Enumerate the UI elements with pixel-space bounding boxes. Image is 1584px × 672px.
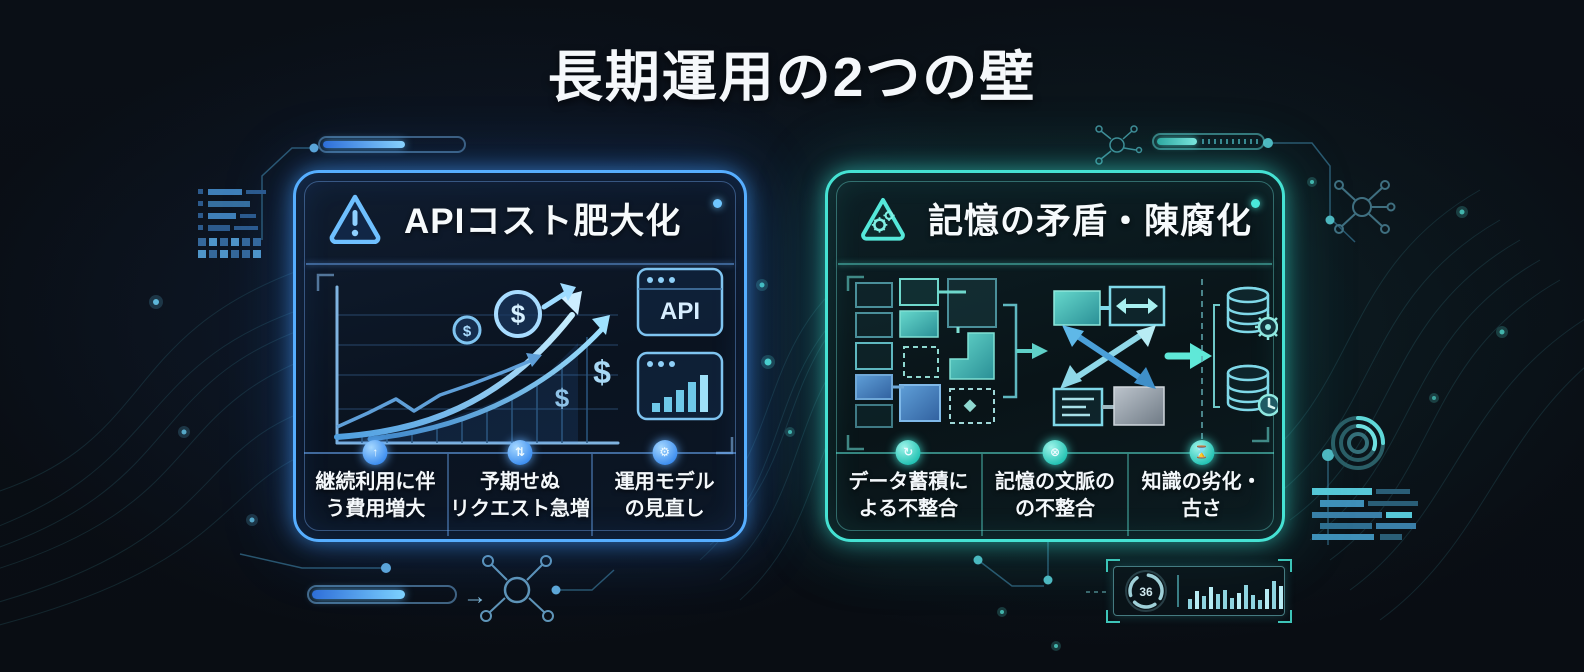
panel-title: APIコスト肥大化 bbox=[404, 201, 682, 241]
panel-footer: ↻ データ蓄積による不整合 ⊗ 記憶の文脈のの不整合 ⌛ 知識の劣化・古さ bbox=[836, 440, 1274, 536]
footer-item-label: 記憶の文脈のの不整合 bbox=[995, 471, 1115, 520]
panel-title: 記憶の矛盾・陳腐化 bbox=[927, 201, 1252, 241]
footer-item: ⌛ 知識の劣化・古さ bbox=[1127, 440, 1274, 536]
memory-conflict-diagram bbox=[846, 275, 1278, 451]
svg-text:API: API bbox=[660, 298, 700, 325]
warning-triangle-icon bbox=[329, 194, 381, 244]
widget-corner-brackets bbox=[1106, 559, 1292, 623]
corner-dot bbox=[1251, 199, 1260, 208]
panel-content bbox=[836, 265, 1278, 455]
panel-header: APIコスト肥大化 bbox=[296, 173, 744, 263]
arrow-up-badge-icon: ↑ bbox=[362, 440, 388, 465]
footer-item-label: 運用モデルの見直し bbox=[614, 471, 715, 520]
api-window-icon: API bbox=[636, 267, 724, 337]
footer-item-label: 継続利用に伴う費用増大 bbox=[315, 471, 436, 520]
progress-bar-top-right bbox=[1152, 133, 1265, 150]
bar-readout-decoration bbox=[1312, 488, 1418, 540]
gear-badge-icon: ⚙ bbox=[652, 440, 678, 465]
data-readout-decoration bbox=[198, 189, 266, 258]
header-divider bbox=[838, 263, 1272, 265]
footer-item-label: 知識の劣化・古さ bbox=[1141, 471, 1262, 520]
circular-gauge: 36 bbox=[1125, 570, 1167, 612]
network-node-icon bbox=[480, 555, 554, 622]
progress-bar-bottom-left bbox=[307, 585, 457, 604]
footer-item-label: データ蓄積による不整合 bbox=[848, 471, 969, 520]
mini-bar-chart bbox=[1188, 581, 1283, 609]
panel-content: $ $ $ $ API bbox=[304, 265, 736, 455]
svg-text:$: $ bbox=[463, 323, 472, 340]
footer-item-label: 予期せぬリクエスト急増 bbox=[450, 471, 590, 520]
svg-text:$: $ bbox=[555, 383, 570, 413]
conflict-badge-icon: ⊗ bbox=[1042, 440, 1068, 465]
header-divider bbox=[306, 263, 734, 265]
flow-arrow-icon: → bbox=[463, 583, 487, 610]
sync-badge-icon: ↻ bbox=[895, 440, 921, 465]
panel-header: 記憶の矛盾・陳腐化 bbox=[828, 173, 1282, 263]
svg-text:$: $ bbox=[511, 299, 526, 329]
svg-text:36: 36 bbox=[1139, 585, 1153, 599]
decay-badge-icon: ⌛ bbox=[1189, 440, 1215, 465]
memory-conflict-panel: 記憶の矛盾・陳腐化 bbox=[825, 170, 1285, 542]
svg-text:$: $ bbox=[593, 354, 611, 390]
corner-dot bbox=[713, 199, 722, 208]
network-node-icon-small bbox=[1095, 125, 1143, 165]
page-title: 長期運用の2つの壁 bbox=[547, 46, 1037, 108]
api-cost-panel: APIコスト肥大化 bbox=[293, 170, 747, 542]
network-node-icon-right bbox=[1334, 180, 1396, 234]
footer-item: ⊗ 記憶の文脈のの不整合 bbox=[980, 440, 1128, 536]
footer-item: ↑ 継続利用に伴う費用増大 bbox=[304, 440, 447, 536]
progress-bar-top-left bbox=[318, 136, 466, 153]
footer-item: ⚙ 運用モデルの見直し bbox=[591, 440, 736, 536]
panel-footer: ↑ 継続利用に伴う費用増大 ⇅ 予期せぬリクエスト急増 ⚙ 運用モデルの見直し bbox=[304, 440, 736, 536]
corner-bracket bbox=[716, 437, 734, 455]
footer-item: ↻ データ蓄積による不整合 bbox=[836, 440, 981, 536]
cost-growth-chart: $ $ $ $ bbox=[316, 273, 620, 445]
footer-item: ⇅ 予期せぬリクエスト急増 bbox=[446, 440, 592, 536]
warning-gears-triangle-icon bbox=[861, 197, 905, 241]
gear-icon bbox=[1255, 314, 1278, 340]
radial-gauge-decoration bbox=[1331, 416, 1385, 470]
bar-chart-window-icon bbox=[636, 351, 724, 421]
stats-widget: 36 bbox=[1113, 566, 1285, 616]
api-icons-column: API bbox=[636, 267, 724, 421]
spike-badge-icon: ⇅ bbox=[507, 440, 533, 465]
clock-icon bbox=[1257, 393, 1278, 417]
stats-widget-content: 36 bbox=[1125, 570, 1283, 612]
